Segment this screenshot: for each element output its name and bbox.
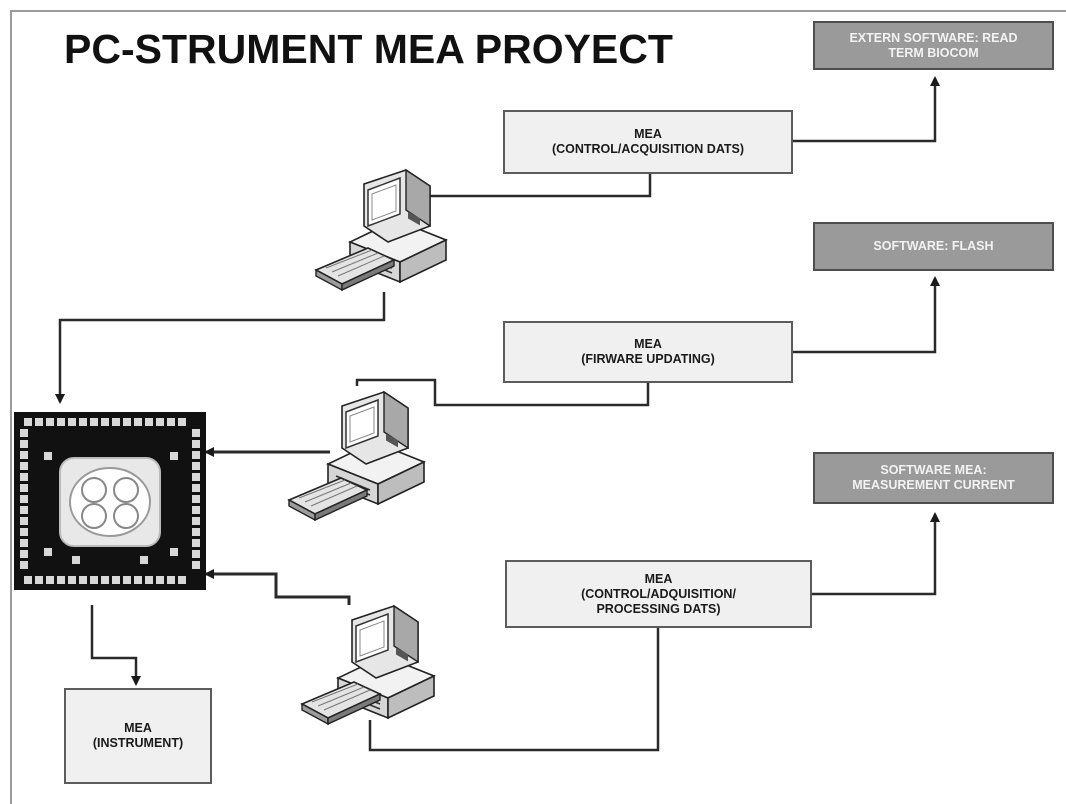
- mea-control-title: MEA: [634, 127, 662, 141]
- mea-processing-box: MEA (CONTROL/ADQUISITION/ PROCESSING DAT…: [505, 560, 822, 638]
- connector-pc1-to-mea-control: [428, 172, 652, 198]
- mea-control-box: MEA (CONTROL/ACQUISITION DATS): [503, 110, 803, 184]
- keyboard-icon: [288, 477, 368, 521]
- software-mea-line2: MEASUREMENT CURRENT: [852, 478, 1015, 492]
- software-mea-box: SOFTWARE MEA: MEASUREMENT CURRENT: [813, 452, 1054, 504]
- keyboard-icon: [301, 681, 381, 725]
- software-flash-box: SOFTWARE: FLASH: [813, 222, 1054, 271]
- mea-processing-line2: (CONTROL/ADQUISITION/: [581, 586, 736, 601]
- mea-processing-line3: PROCESSING DATS): [596, 601, 721, 616]
- extern-software-box: EXTERN SOFTWARE: READ TERM BIOCOM: [813, 21, 1054, 70]
- software-flash-label: SOFTWARE: FLASH: [873, 239, 994, 253]
- mea-instrument-box: MEA (INSTRUMENT): [64, 688, 222, 794]
- connector-pc3-to-chip: [204, 569, 351, 605]
- connector-mea-control-to-extern: [790, 76, 940, 143]
- mea-control-subtitle: (CONTROL/ACQUISITION DATS): [551, 142, 745, 156]
- connector-pc1-to-chip: [55, 292, 386, 404]
- connector-mea-firmware-to-flash: [792, 276, 940, 354]
- keyboard-icon: [315, 247, 395, 291]
- page-title: PC-STRUMENT MEA PROYECT: [64, 26, 673, 72]
- connector-pc2-to-mea-firmware: [355, 378, 650, 407]
- chip-pads: [20, 418, 200, 584]
- extern-software-line2: TERM BIOCOM: [888, 45, 979, 60]
- connector-mea-processing-to-software: [810, 512, 940, 596]
- frame-border-top: [10, 10, 1066, 12]
- mea-firmware-subtitle: (FIRWARE UPDATING): [581, 352, 715, 366]
- mea-firmware-title: MEA: [634, 337, 662, 351]
- software-mea-line1: SOFTWARE MEA:: [880, 463, 987, 477]
- connector-chip-to-instrument: [90, 605, 141, 686]
- mea-instrument-subtitle: (INSTRUMENT): [92, 736, 184, 750]
- extern-software-line1: EXTERN SOFTWARE: READ: [849, 30, 1018, 45]
- connector-pc3-to-mea-processing: [368, 626, 660, 752]
- mea-processing-title: MEA: [644, 571, 673, 586]
- frame-border-left: [10, 10, 12, 804]
- mea-instrument-title: MEA: [124, 721, 152, 735]
